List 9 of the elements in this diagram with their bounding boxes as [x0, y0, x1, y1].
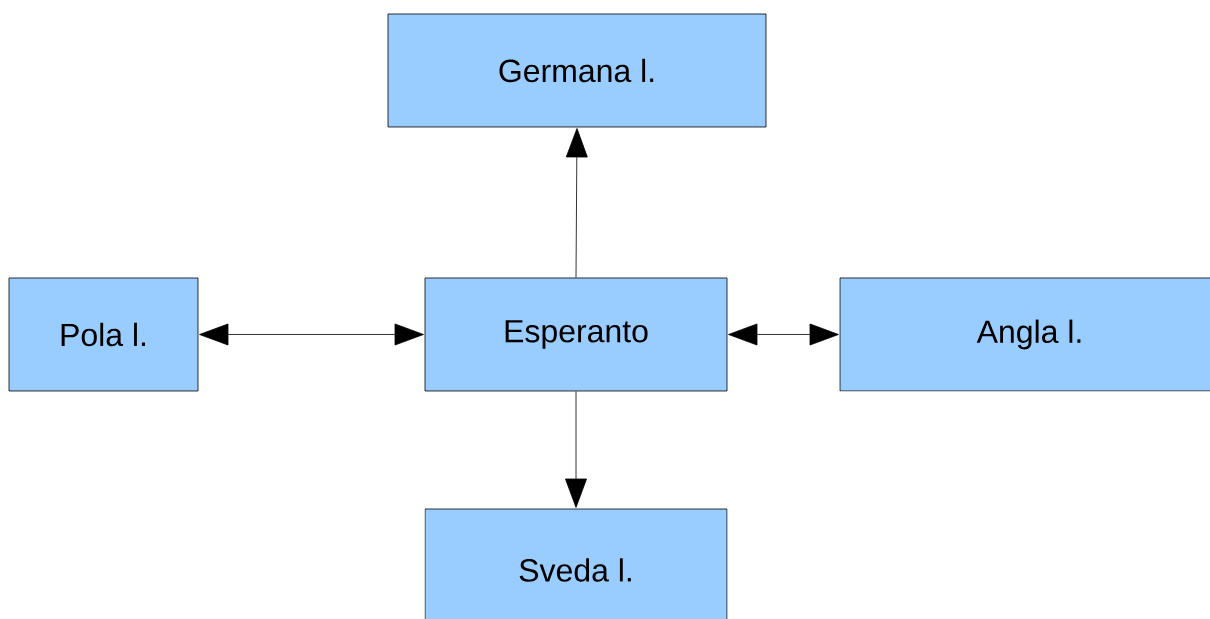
language-box: Germana l. — [387, 13, 767, 128]
language-box: Angla l. — [839, 277, 1210, 392]
language-box: Sveda l. — [424, 508, 728, 619]
arrow — [565, 391, 587, 508]
language-box: Esperanto — [424, 277, 728, 392]
arrow — [199, 323, 424, 346]
arrow — [565, 128, 588, 278]
arrow — [728, 323, 839, 346]
language-box: Pola l. — [8, 277, 199, 392]
